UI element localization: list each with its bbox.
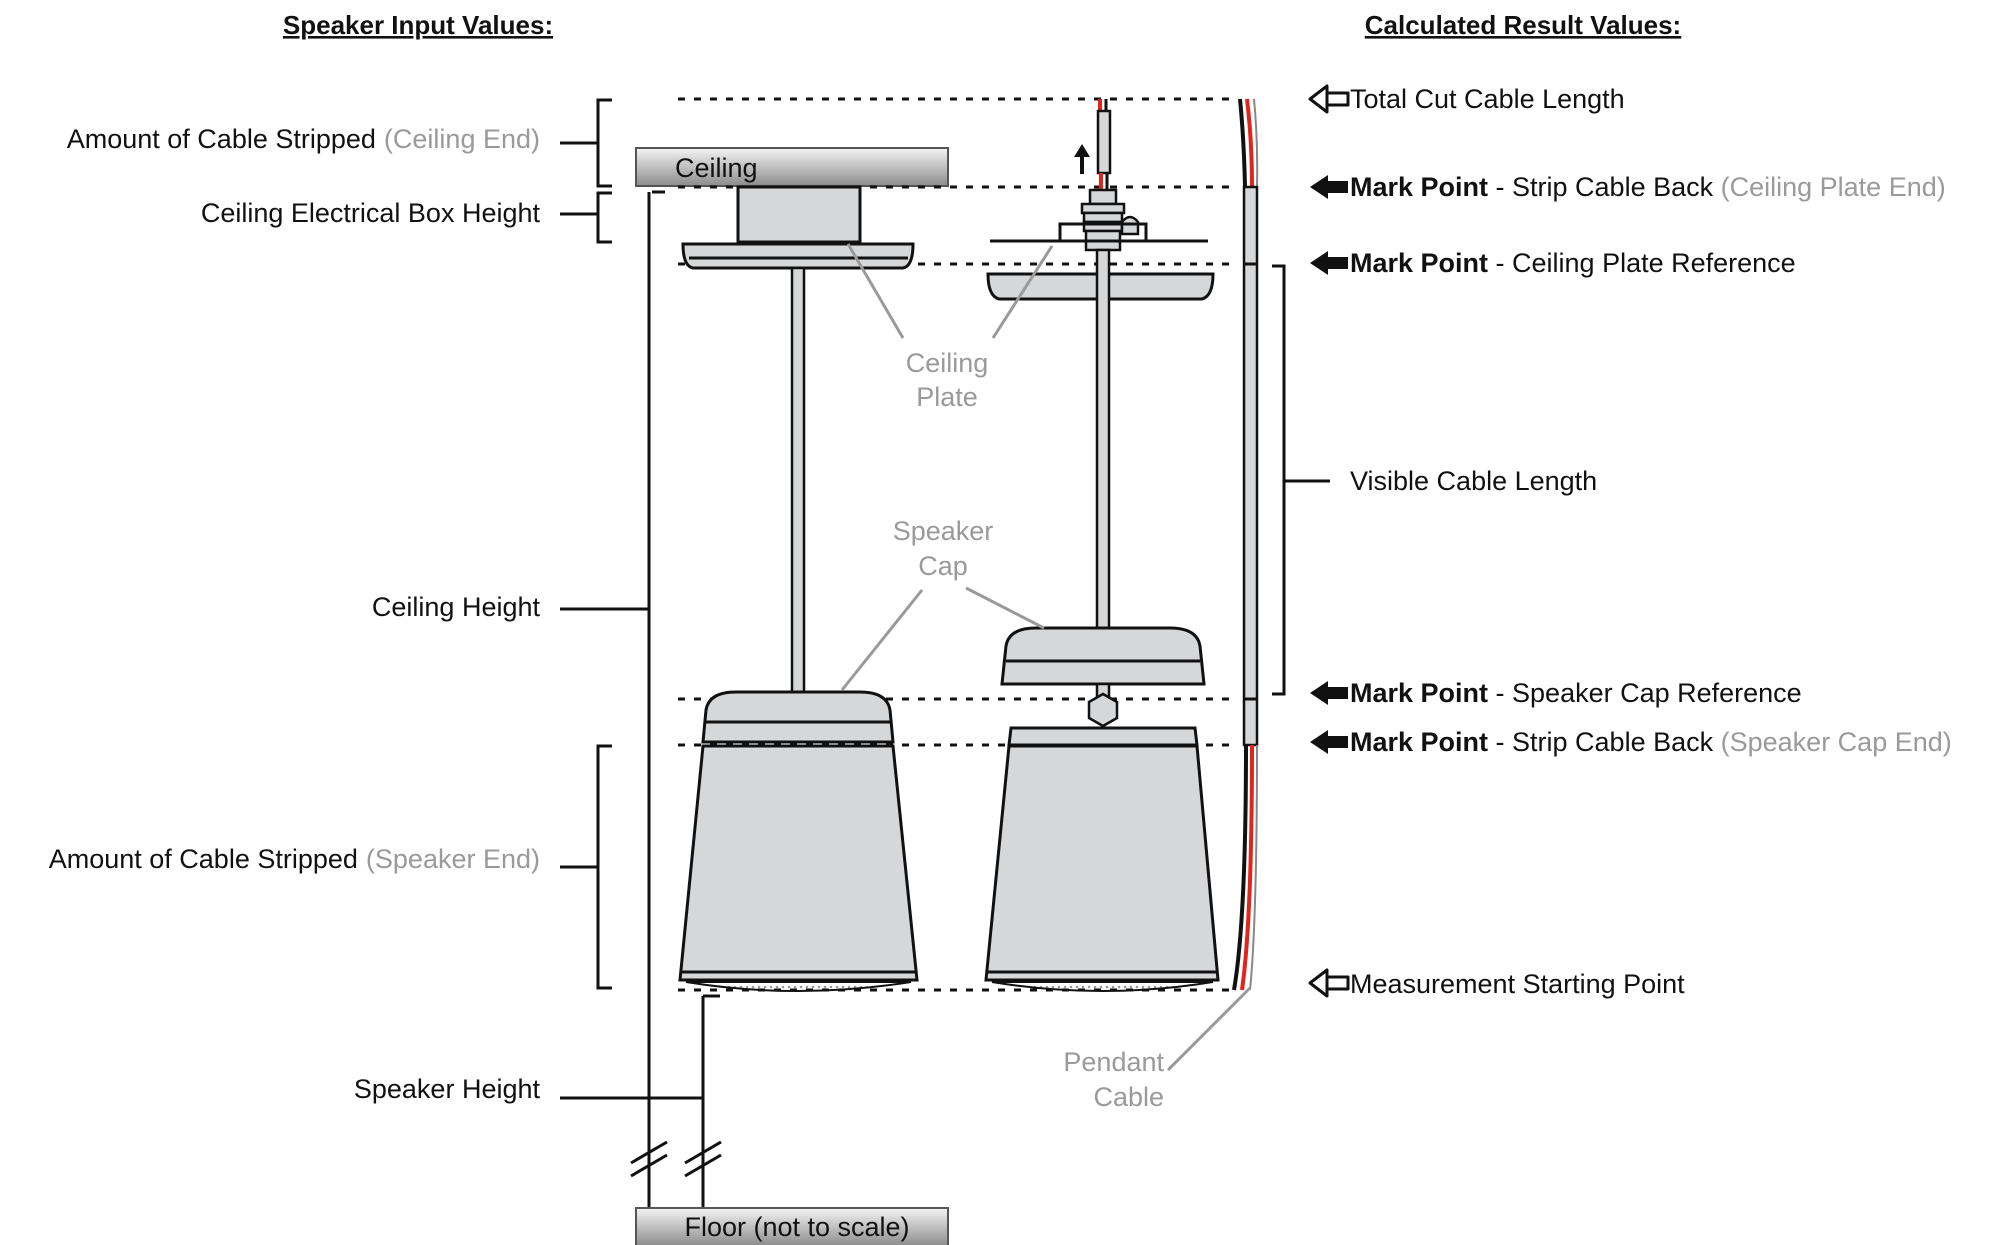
installed-speaker-assembly [678, 185, 919, 992]
bracket-cable-stripped-speaker [560, 744, 612, 990]
speaker-height-label: Speaker Height [354, 1074, 541, 1104]
cable-jacket [1242, 185, 1259, 747]
leader-ceiling-plate-right [991, 245, 1054, 339]
pendant-cable-callout-2: Cable [1093, 1082, 1164, 1112]
ceiling-plate-ref-label: Mark Point - Ceiling Plate Reference [1350, 248, 1796, 278]
bracket-visible-cable [1272, 264, 1330, 696]
speaker-cap [701, 690, 895, 744]
ceiling-plate [681, 242, 915, 270]
hollow-left-arrow-icon [1308, 84, 1350, 114]
solid-left-arrow-icon [1310, 730, 1348, 754]
break-marks [630, 1140, 722, 1178]
inputs-header: Speaker Input Values: [283, 10, 553, 40]
leader-speaker-cap-right [965, 586, 1045, 630]
speaker-cap-callout-2: Cap [918, 551, 968, 581]
speaker-cap-callout-1: Speaker [893, 516, 994, 546]
solid-left-arrow-icon [1310, 681, 1348, 705]
speaker-body [678, 744, 919, 982]
speaker-grille [685, 981, 912, 992]
leader-speaker-cap-left [840, 589, 924, 691]
bracket-cable-stripped-ceiling [560, 98, 612, 188]
leader-ceiling-plate-left [846, 243, 905, 339]
strip-ceiling-label: Mark Point - Strip Cable Back (Ceiling P… [1350, 172, 1946, 202]
bracket-box-height [560, 191, 612, 244]
ceiling-bar: Ceiling [635, 147, 949, 187]
total-cut-label: Total Cut Cable Length [1350, 84, 1625, 114]
ceiling-height-label: Ceiling Height [372, 592, 541, 622]
speaker-height-leader [560, 994, 720, 1208]
pendant-cable-callout-1: Pendant [1063, 1047, 1164, 1077]
solid-left-arrow-icon [1310, 175, 1348, 199]
solid-left-arrow-icon [1310, 251, 1348, 275]
visible-length-label: Visible Cable Length [1350, 466, 1597, 496]
leader-pendant-cable [1166, 986, 1252, 1072]
cable-end-top [1096, 109, 1112, 175]
svg-text:Floor (not to scale): Floor (not to scale) [684, 1212, 909, 1242]
start-point-label: Measurement Starting Point [1350, 969, 1685, 999]
speaker-cap-exploded [1000, 626, 1206, 686]
up-arrow-icon [1074, 144, 1090, 174]
ceiling-plate-callout-1: Ceiling [906, 348, 989, 378]
results-header: Calculated Result Values: [1365, 10, 1681, 40]
cable-stripped-speaker-label: Amount of Cable Stripped(Speaker End) [49, 844, 540, 874]
hex-nut [1087, 692, 1119, 728]
cable-stripped-ceiling-label: Amount of Cable Stripped(Ceiling End) [67, 124, 540, 154]
pendant-cable-exploded [1095, 248, 1111, 630]
speaker-body-exploded [984, 744, 1220, 982]
box-height-label: Ceiling Electrical Box Height [201, 198, 541, 228]
cable-grip [1088, 188, 1118, 206]
cut-cable-length [1232, 98, 1259, 991]
hollow-left-arrow-icon [1308, 968, 1350, 998]
electrical-box [736, 185, 862, 244]
strip-speaker-label: Mark Point - Strip Cable Back (Speaker C… [1350, 727, 1952, 757]
speaker-cap-ref-label: Mark Point - Speaker Cap Reference [1350, 678, 1802, 708]
pendant-cable-installed [790, 266, 806, 696]
svg-text:Ceiling: Ceiling [675, 153, 758, 183]
ceiling-height-leader [560, 190, 665, 1208]
floor-bar: Floor (not to scale) [635, 1207, 949, 1245]
ceiling-plate-callout-2: Plate [916, 382, 978, 412]
exploded-speaker-assembly [984, 99, 1220, 992]
